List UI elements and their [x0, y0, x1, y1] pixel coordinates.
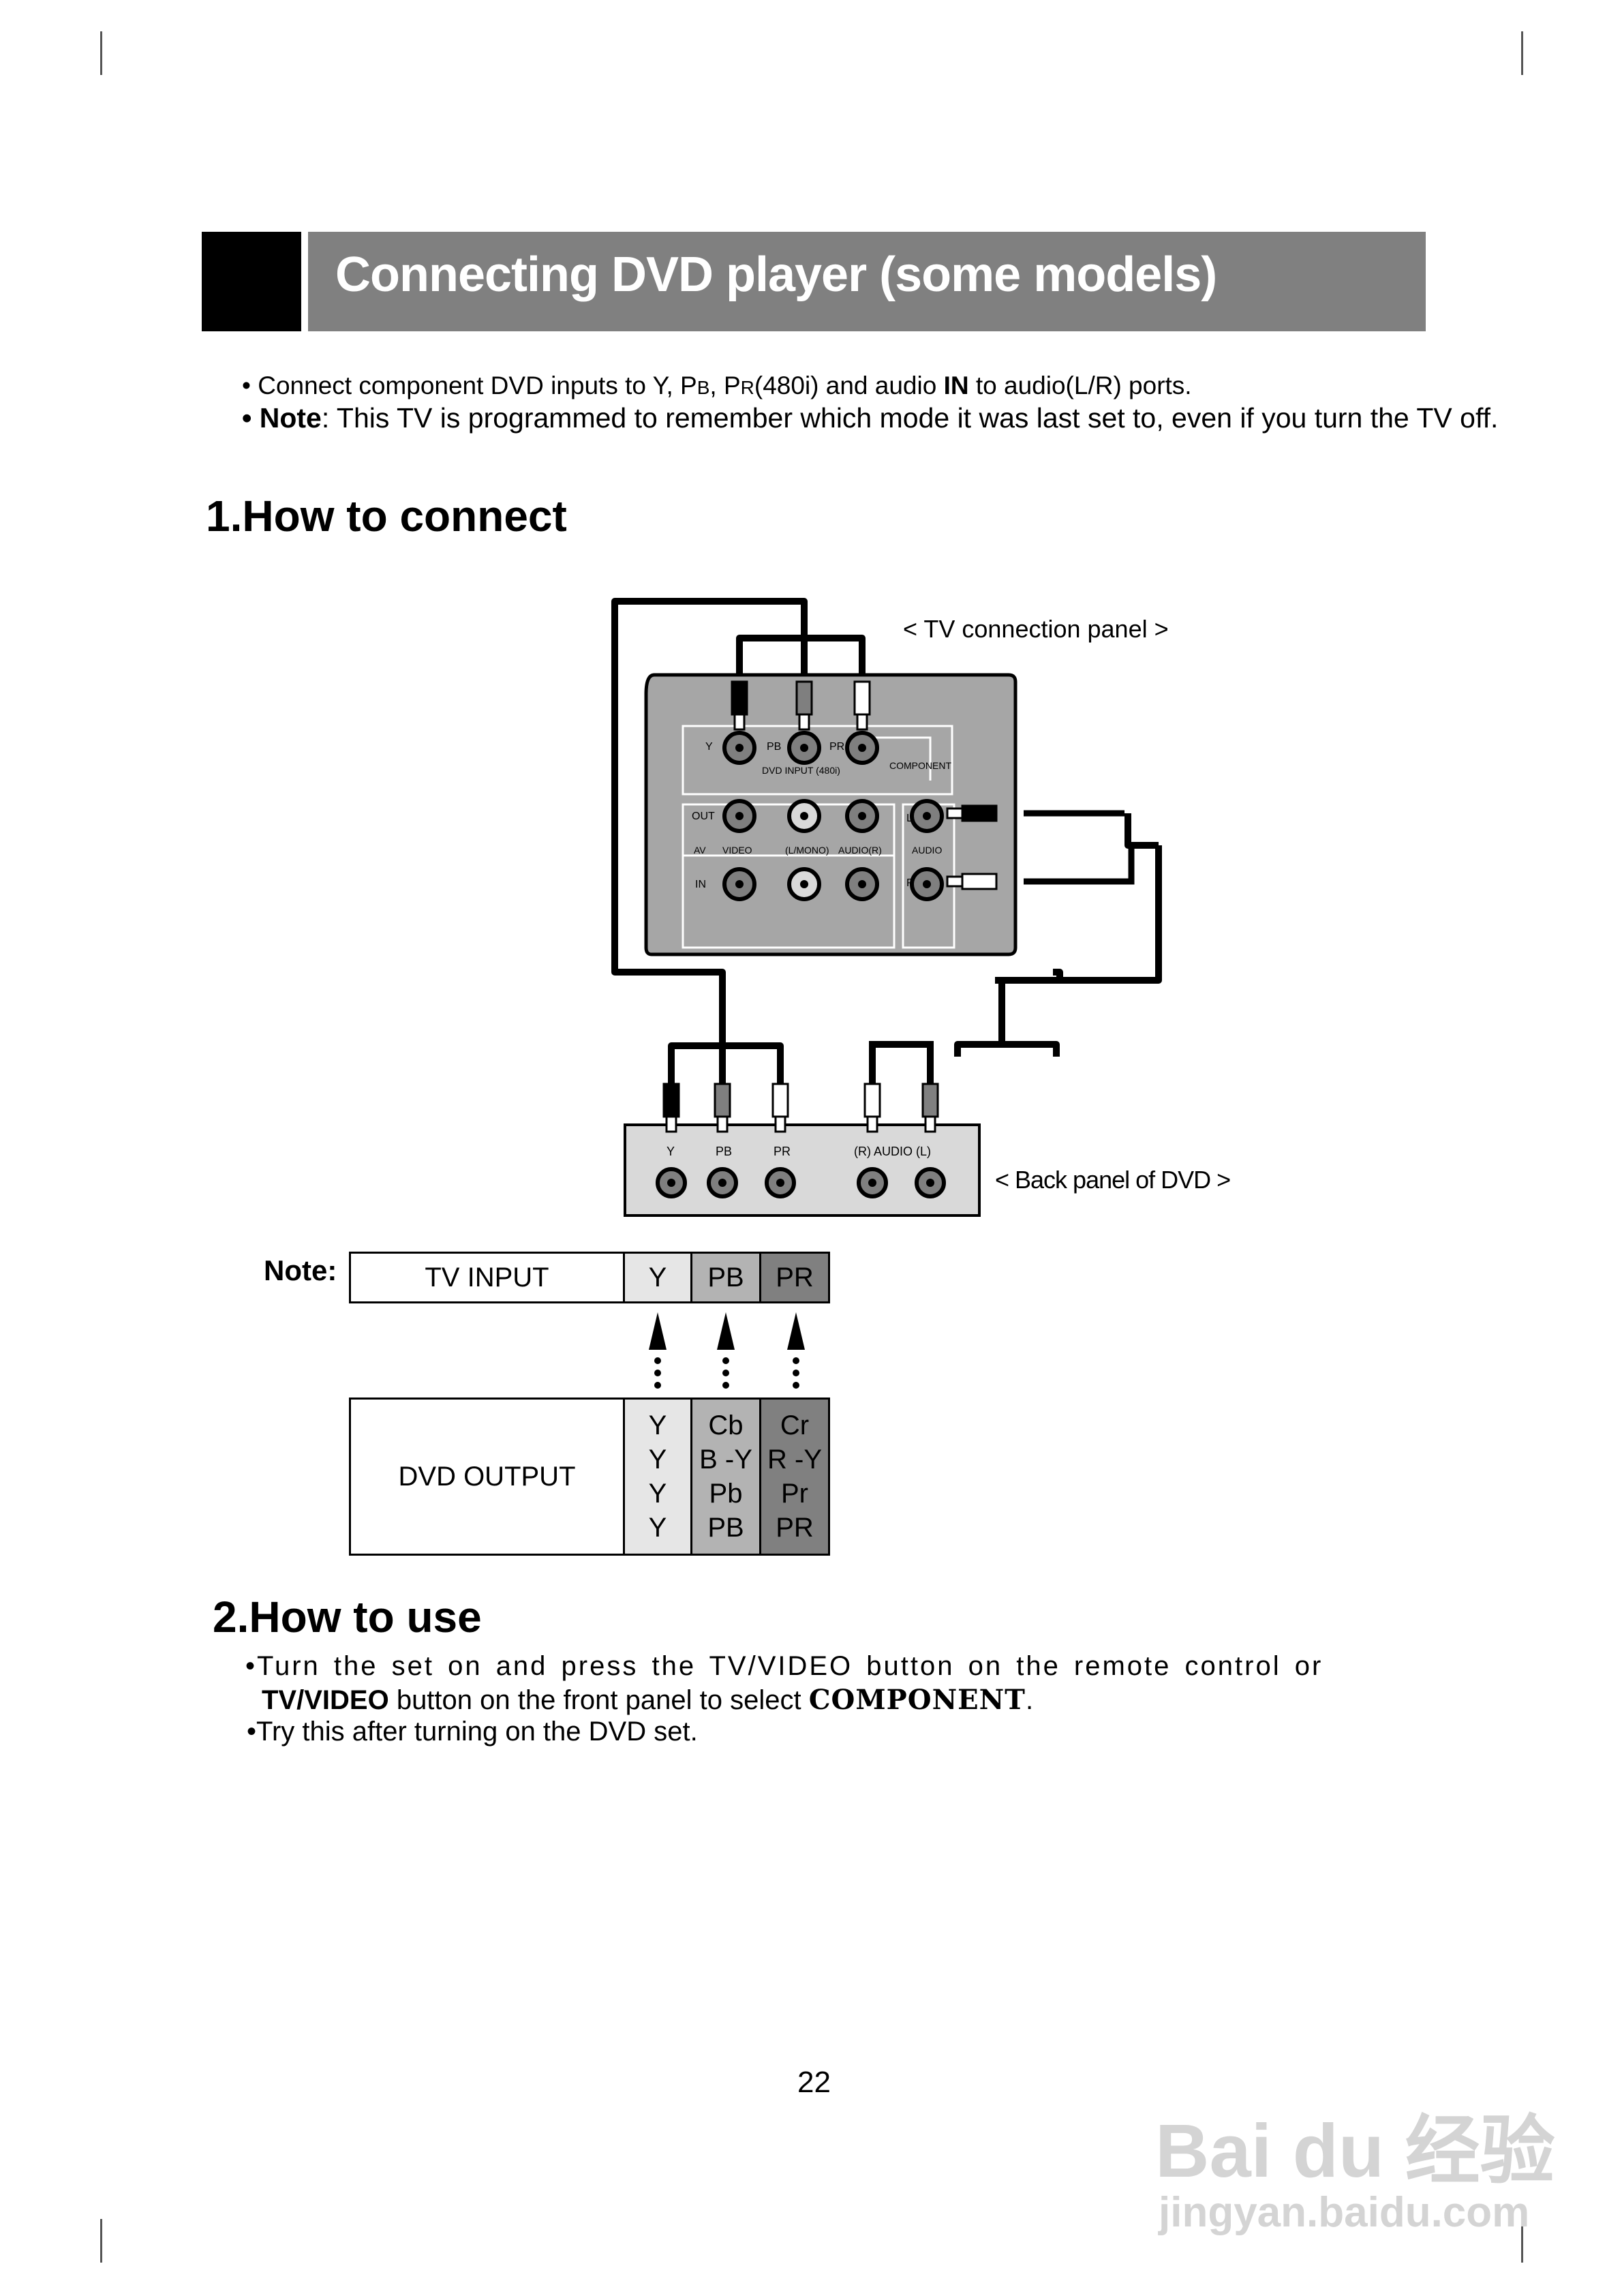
section-heading-connect: 1.How to connect [206, 492, 567, 541]
dvd-output-col-pb: Cb B -Y Pb PB [690, 1398, 761, 1556]
page-number: 22 [797, 2066, 831, 2099]
dvd-output-col-y: Y Y Y Y [623, 1398, 692, 1556]
crop-mark-top-right [1521, 31, 1523, 75]
svg-text:PB: PB [716, 1145, 732, 1158]
svg-text:PB: PB [767, 741, 781, 753]
section-heading-use: 2.How to use [213, 1592, 482, 1642]
tv-input-pr: PR [759, 1252, 830, 1303]
crop-mark-bottom-right [1521, 2219, 1523, 2263]
mapping-arrows [649, 1312, 805, 1389]
tv-input-cell: TV INPUT [349, 1252, 625, 1303]
svg-text:AUDIO(R): AUDIO(R) [838, 845, 882, 856]
dvd-panel-label: < Back panel of DVD > [995, 1166, 1231, 1194]
intro-line-2: • Note: This TV is programmed to remembe… [242, 402, 1499, 434]
dvd-output-cell: DVD OUTPUT [349, 1398, 625, 1556]
svg-text:COMPONENT: COMPONENT [889, 760, 951, 771]
tv-input-y: Y [623, 1252, 692, 1303]
tv-input-pb: PB [690, 1252, 761, 1303]
use-line-3: •Try this after turning on the DVD set. [247, 1717, 698, 1747]
svg-text:AUDIO: AUDIO [912, 845, 942, 856]
note-label: Note: [264, 1254, 337, 1286]
svg-text:Y: Y [667, 1145, 675, 1158]
svg-text:IN: IN [695, 879, 706, 890]
page-title: Connecting DVD player (some models) [335, 247, 1217, 302]
intro-line-1: • Connect component DVD inputs to Y, PB,… [242, 372, 1192, 399]
header-block [202, 232, 301, 331]
connection-diagram: Y PB PR DVD INPUT (480i) COMPONENT OUT A… [611, 598, 1162, 1217]
use-line-1: •Turn the set on and press the TV/VIDEO … [245, 1651, 1323, 1681]
tv-panel-label: < TV connection panel > [903, 615, 1169, 643]
svg-text:OUT: OUT [692, 811, 715, 822]
header-bar [308, 232, 1426, 331]
svg-text:DVD INPUT (480i): DVD INPUT (480i) [762, 765, 840, 776]
bullet: • [245, 1651, 258, 1681]
crop-mark-top-left [100, 31, 102, 75]
svg-text:L: L [906, 813, 913, 824]
svg-text:R: R [906, 877, 915, 889]
watermark-url: jingyan.baidu.com [1159, 2189, 1530, 2236]
dvd-output-col-pr: Cr R -Y Pr PR [759, 1398, 830, 1556]
svg-text:PR: PR [774, 1145, 791, 1158]
crop-mark-bottom-left [100, 2219, 102, 2263]
dvd-panel [624, 1123, 981, 1217]
svg-text:VIDEO: VIDEO [722, 845, 752, 856]
svg-text:Y: Y [705, 741, 713, 753]
bullet: • [242, 372, 251, 399]
use-line-2: TV/VIDEO button on the front panel to se… [262, 1684, 1034, 1716]
watermark-logo: Bai du 经验 [1155, 2109, 1555, 2193]
svg-text:(R) AUDIO (L): (R) AUDIO (L) [854, 1145, 931, 1158]
svg-text:PR: PR [829, 741, 844, 753]
svg-text:(L/MONO): (L/MONO) [785, 845, 829, 856]
svg-text:AV: AV [694, 845, 706, 856]
